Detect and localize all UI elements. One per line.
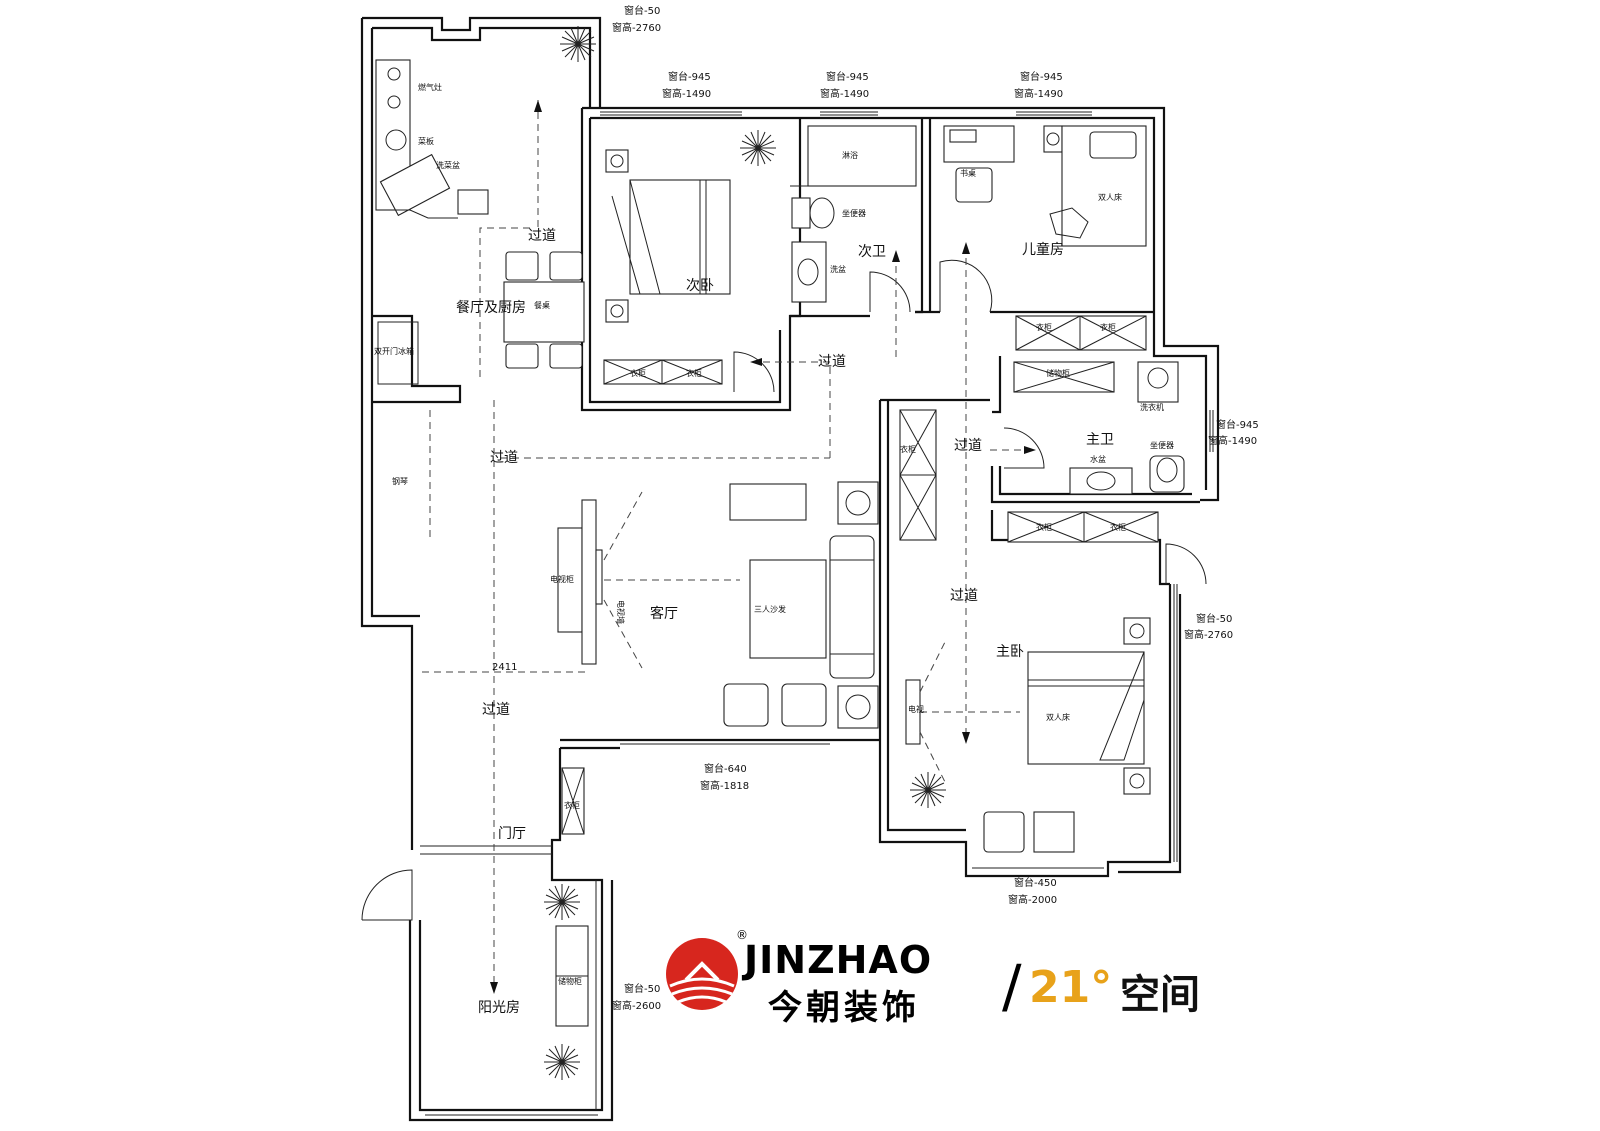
room-living: 客厅	[650, 605, 678, 622]
room-kids: 儿童房	[1022, 241, 1064, 258]
corridor-label: 过道	[528, 228, 556, 244]
svg-text:衣柜: 衣柜	[1036, 322, 1052, 332]
svg-text:窗高-1818: 窗高-1818	[700, 779, 749, 792]
dimension-label: 2411	[492, 662, 517, 673]
svg-text:衣柜: 衣柜	[1100, 322, 1116, 332]
svg-text:燃气灶: 燃气灶	[418, 82, 442, 92]
svg-text:窗高-1490: 窗高-1490	[820, 87, 869, 100]
svg-text:电视: 电视	[908, 704, 924, 714]
room-labels: 餐厅及厨房 次卧 次卫 儿童房 主卫 客厅 主卧 门厅 阳光房	[456, 241, 1114, 1016]
svg-text:窗高-2760: 窗高-2760	[1184, 628, 1233, 641]
svg-text:洗衣机: 洗衣机	[1140, 402, 1164, 412]
outer-walls	[360, 16, 1220, 1122]
svg-text:窗台-945: 窗台-945	[668, 70, 711, 83]
brand-name-en: JINZHAO	[744, 938, 933, 982]
svg-text:双人床: 双人床	[1098, 192, 1122, 202]
room-master-bedroom: 主卧	[996, 644, 1024, 660]
plant-icon	[560, 26, 596, 62]
corridor-label: 过道	[818, 354, 846, 370]
svg-text:储物柜: 储物柜	[558, 976, 582, 986]
corridor-label: 过道	[950, 588, 978, 604]
svg-text:窗台-945: 窗台-945	[1020, 70, 1063, 83]
svg-text:书桌: 书桌	[960, 168, 976, 178]
svg-text:窗高-2600: 窗高-2600	[612, 999, 661, 1012]
furniture-labels: 燃气灶 菜板 洗菜盆 餐桌 双开门冰箱 钢琴 淋浴 坐便器 洗盆 书桌 双人床 …	[374, 82, 1174, 986]
brand-name-cn: 今朝装饰	[768, 988, 920, 1028]
sub-brand-name: 空间	[1120, 972, 1200, 1018]
svg-text:菜板: 菜板	[418, 136, 434, 146]
corridor-label: 过道	[490, 450, 518, 466]
kitchen-furniture	[375, 59, 585, 369]
svg-text:窗台-450: 窗台-450	[1014, 876, 1057, 889]
svg-text:洗菜盆: 洗菜盆	[436, 160, 460, 170]
svg-text:电视柜: 电视柜	[550, 574, 574, 584]
svg-text:淋浴: 淋浴	[842, 150, 858, 160]
company-logo: ® JINZHAO 今朝装饰 / 21° 空间	[666, 928, 1224, 1048]
plant-icon	[910, 772, 946, 808]
brand-slash: /	[1002, 952, 1022, 1020]
svg-text:窗高-1490: 窗高-1490	[1208, 434, 1257, 447]
svg-text:窗台-50: 窗台-50	[624, 982, 660, 995]
svg-text:衣柜: 衣柜	[1110, 522, 1126, 532]
svg-text:窗台-640: 窗台-640	[704, 762, 747, 775]
svg-text:窗台-945: 窗台-945	[1216, 418, 1259, 431]
svg-text:水盆: 水盆	[1090, 454, 1106, 464]
sunroom-furniture	[361, 767, 589, 1027]
corridor-labels: 过道 过道 过道 过道 过道 过道 2411	[482, 228, 982, 718]
svg-text:窗台-50: 窗台-50	[624, 4, 660, 17]
svg-text:双人床: 双人床	[1046, 712, 1070, 722]
plant-icon	[740, 130, 776, 166]
svg-text:衣柜: 衣柜	[630, 368, 646, 378]
plant-icon	[544, 1044, 580, 1080]
windows	[425, 111, 1214, 1116]
svg-text:餐桌: 餐桌	[534, 300, 550, 310]
room-sunroom: 阳光房	[478, 1000, 520, 1016]
svg-text:窗高-1490: 窗高-1490	[662, 87, 711, 100]
room-second-bedroom: 次卧	[686, 278, 714, 294]
svg-text:坐便器: 坐便器	[1150, 440, 1174, 450]
sub-brand-number: 21°	[1029, 962, 1113, 1013]
svg-text:衣柜: 衣柜	[564, 800, 580, 810]
second-bedroom-furniture	[603, 149, 775, 393]
corridor-label: 过道	[954, 438, 982, 454]
svg-text:窗高-2000: 窗高-2000	[1008, 893, 1057, 906]
tv-wall-label: 电视墙	[616, 600, 626, 624]
master-bath-furniture	[1003, 361, 1207, 585]
svg-text:坐便器: 坐便器	[842, 208, 866, 218]
registered-mark: ®	[736, 928, 748, 942]
svg-text:衣柜: 衣柜	[686, 368, 702, 378]
svg-text:洗盆: 洗盆	[830, 264, 846, 274]
circulation-lines	[422, 100, 1036, 994]
svg-text:三人沙发: 三人沙发	[754, 604, 786, 614]
interior-walls	[372, 108, 1200, 832]
plant-icons	[544, 26, 946, 1080]
master-bedroom-furniture	[905, 617, 1151, 853]
svg-text:双开门冰箱: 双开门冰箱	[374, 346, 414, 356]
jinzhao-emblem-icon	[666, 938, 738, 1010]
svg-text:窗台-50: 窗台-50	[1196, 612, 1232, 625]
window-annotations: 窗台-50 窗高-2760 窗台-945 窗高-1490 窗台-945 窗高-1…	[612, 4, 1259, 1012]
svg-text:衣柜: 衣柜	[900, 444, 916, 454]
room-foyer: 门厅	[498, 826, 526, 842]
svg-text:窗台-945: 窗台-945	[826, 70, 869, 83]
room-dining-kitchen: 餐厅及厨房	[456, 300, 526, 316]
room-second-bath: 次卫	[858, 244, 886, 260]
room-master-bath: 主卫	[1086, 432, 1114, 448]
living-room-furniture	[557, 481, 879, 729]
svg-text:储物柜: 储物柜	[1046, 368, 1070, 378]
kids-room-furniture	[943, 125, 1147, 351]
svg-text:窗高-2760: 窗高-2760	[612, 21, 661, 34]
corridor-label: 过道	[482, 702, 510, 718]
hall-wardrobe	[899, 409, 937, 541]
plant-icon	[544, 884, 580, 920]
svg-text:衣柜: 衣柜	[1036, 522, 1052, 532]
svg-text:钢琴: 钢琴	[392, 476, 408, 486]
second-bath-furniture	[790, 125, 993, 313]
svg-text:窗高-1490: 窗高-1490	[1014, 87, 1063, 100]
